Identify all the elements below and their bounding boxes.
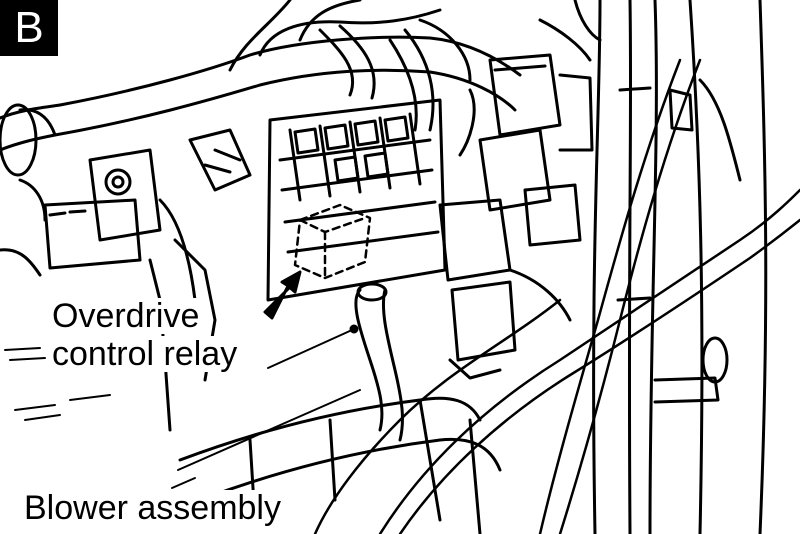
relay-panel — [266, 98, 447, 302]
left-components — [0, 128, 252, 432]
crossing-wires — [313, 58, 800, 534]
relay-location-outline — [293, 203, 372, 280]
overdrive-label-line2: control relay — [50, 335, 240, 373]
body-frame — [538, 0, 768, 534]
blower-housing — [178, 282, 502, 534]
arrow-pointer-icon — [263, 270, 302, 320]
hatch-marks — [4, 347, 111, 421]
panel-letter-badge: B — [0, 0, 58, 56]
overdrive-label-line1: Overdrive — [50, 297, 202, 335]
leader-lines — [171, 324, 361, 489]
right-relays — [438, 53, 594, 380]
blower-assembly-label: Blower assembly — [22, 489, 283, 527]
wiring-harness — [0, 0, 522, 177]
